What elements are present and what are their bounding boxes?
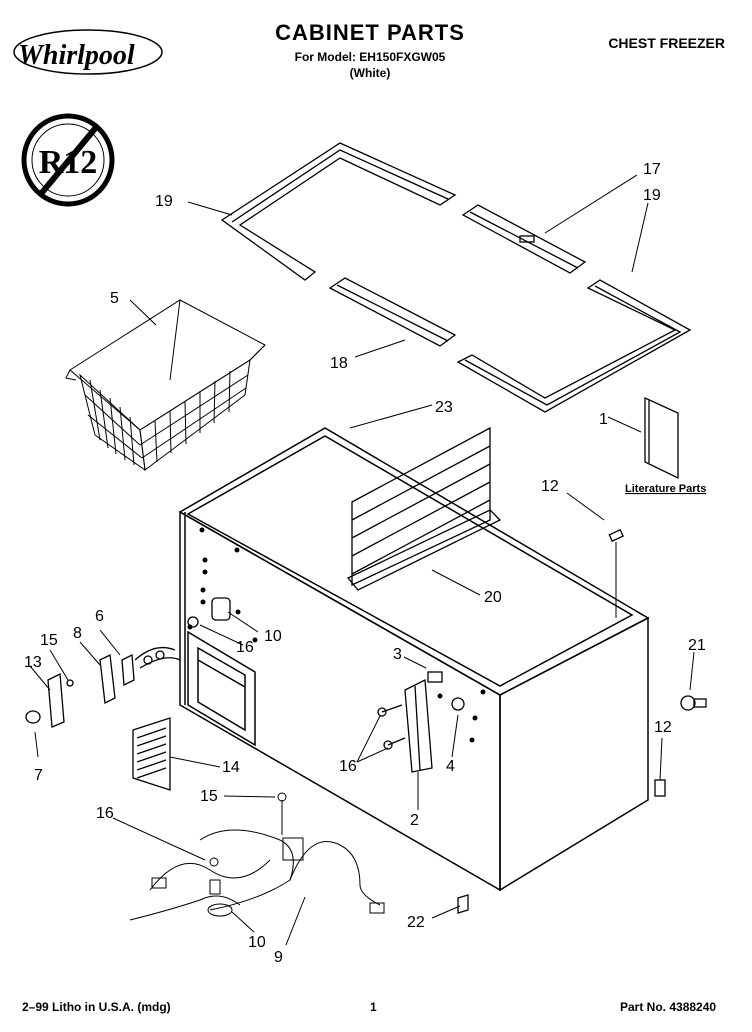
callout-18: 18 [330,355,348,372]
page-title: CABINET PARTS [275,20,465,45]
callout-21: 21 [688,637,706,654]
callout-3: 3 [393,646,402,663]
callout-2: 2 [410,812,419,829]
hinge-assembly [377,671,465,773]
callout-16-bottom: 16 [96,805,114,822]
wire-harness-9 [129,792,385,921]
leader-lines [29,174,695,946]
callout-17: 17 [643,161,661,178]
callout-4: 4 [446,758,455,775]
callout-16-hinge: 16 [339,758,357,775]
brand-logo: Whirlpool [18,40,135,71]
breaker-strip-17 [461,204,587,274]
callout-10-top: 10 [264,628,282,645]
wire-basket [65,299,266,472]
cabinet-holes [187,527,486,743]
callout-14: 14 [222,759,240,776]
footer-page: 1 [370,1000,377,1014]
callout-20: 20 [484,589,502,606]
clip-22 [457,894,469,914]
literature-parts-label: Literature Parts [625,483,706,495]
louver-grille-14 [132,717,171,791]
callout-19-left: 19 [155,193,173,210]
callout-1: 1 [599,411,608,428]
freezer-cabinet [178,427,650,892]
callout-8: 8 [73,625,82,642]
literature-booklet [644,396,679,480]
callout-10-bottom: 10 [248,934,266,951]
callout-15-left: 15 [40,632,58,649]
model-line: For Model: EH150FXGW05 [294,50,446,64]
label-12-top [608,528,624,543]
divider-20 [346,426,502,591]
product-type: CHEST FREEZER [608,35,725,51]
callout-22: 22 [407,914,425,931]
callout-19-right: 19 [643,187,661,204]
switch-parts [25,646,181,728]
footer-part-no: Part No. 4388240 [620,1000,717,1014]
badge-text: R12 [39,144,98,181]
color-line: (White) [349,66,391,80]
gasket-frame-19-right [456,279,692,413]
callout-12-top: 12 [541,478,559,495]
callout-23: 23 [435,399,453,416]
callout-12-side: 12 [654,719,672,736]
callout-9: 9 [274,949,283,966]
footer-litho: 2–99 Litho in U.S.A. (mdg) [22,1000,171,1014]
breaker-strip-18 [328,277,457,347]
callout-5: 5 [110,290,119,307]
brand-oval [13,29,163,75]
drain-cap-21 [680,695,707,711]
callout-15-bottom: 15 [200,788,218,805]
gasket-frame-19-left [220,142,457,281]
callout-13: 13 [24,654,42,671]
thermostat-bracket [187,597,231,628]
callout-6: 6 [95,608,104,625]
r12-badge: R12 [21,113,115,207]
callout-numbers: 1 2 3 4 5 6 7 8 9 10 10 12 12 13 14 15 1… [24,161,706,966]
callout-16-top: 16 [236,639,254,656]
label-12-side [654,779,666,797]
callout-7: 7 [34,767,43,784]
